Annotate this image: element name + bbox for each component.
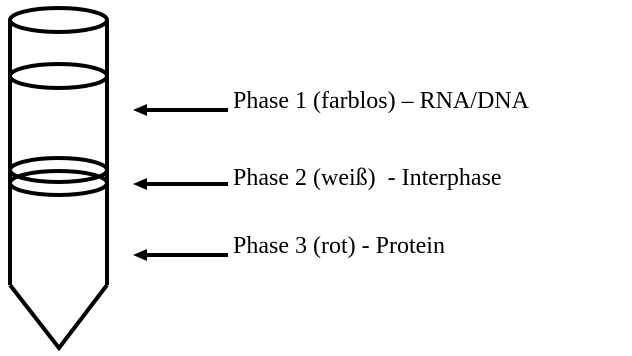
arrow-phase-2 — [133, 178, 228, 190]
tube-rings — [8, 6, 109, 197]
arrow-phase-1 — [133, 104, 228, 116]
phase-3-label: Phase 3 (rot) - Protein — [233, 233, 445, 259]
arrow-phase-3 — [133, 249, 228, 261]
phase-1-label: Phase 1 (farblos) – RNA/DNA — [233, 88, 529, 114]
phase-2-top-boundary — [8, 156, 109, 184]
tube-opening-ring — [8, 6, 109, 34]
tube-body — [8, 20, 109, 352]
arrows — [133, 104, 228, 261]
tube-conical-tip — [8, 283, 109, 352]
phase-1-top-boundary — [8, 62, 109, 90]
phase-2-bottom-boundary — [8, 169, 109, 197]
phase-2-label: Phase 2 (weiß) - Interphase — [233, 165, 502, 191]
